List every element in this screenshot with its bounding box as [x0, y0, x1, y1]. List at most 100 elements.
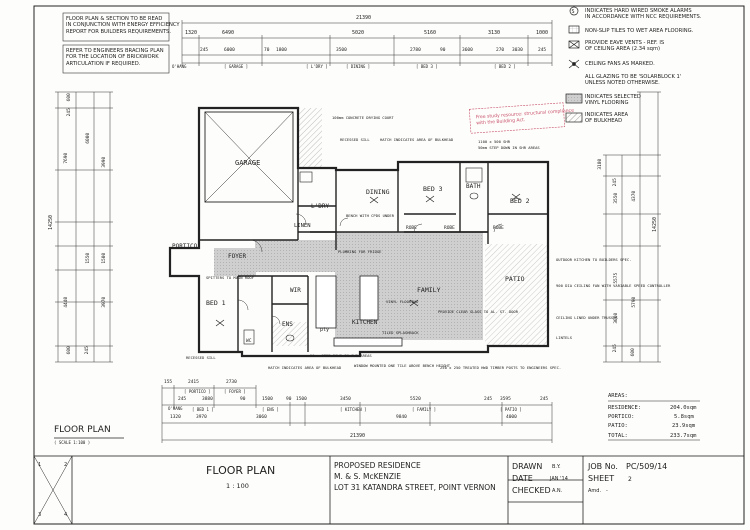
north-2: 2 — [64, 462, 68, 468]
eave-vent-icon — [568, 40, 580, 49]
patio-hatch — [485, 244, 547, 346]
dim-top-label-bed2: [ BED 2 ] — [494, 64, 516, 69]
annotation-vinyl: VINYL FLOORING — [386, 299, 419, 304]
dim-bot-r3-1: 3970 — [196, 415, 207, 420]
room-bath: BATH — [466, 183, 481, 190]
dim-left-3: 7690 — [64, 152, 70, 164]
tb-sheet-label: SHEET — [588, 474, 615, 483]
dim-bot-r3-3: 9840 — [396, 415, 407, 420]
bulkhead-hatch-ens — [272, 322, 308, 346]
areas-value-2: 23.9sqm — [672, 423, 696, 429]
dim-top-r1-1: 6490 — [222, 30, 235, 36]
dim-top-r2-4: 1800 — [276, 48, 287, 53]
dim-bot-label-kitchen: [ KITCHEN ] — [340, 407, 367, 412]
room-bed3: BED 3 — [423, 185, 443, 193]
dim-left-5: 1550 — [86, 252, 92, 264]
dim-left-7: 3970 — [102, 296, 108, 308]
tb-amd-value: - — [606, 488, 608, 494]
annotation-bulkhead-bottom: HATCH INDICATES AREA OF BULKHEAD — [268, 365, 342, 370]
annotation-clear-glass: PROVIDE CLEAR GLASS TO AL. ST. DOOR — [438, 309, 519, 314]
annotation-drying-court: 100mm CONCRETE DRYING COURT — [332, 115, 394, 120]
dim-top-r2-7: 90 — [440, 48, 446, 53]
legend-symbols: S — [565, 6, 583, 123]
plan-scale: ( SCALE 1:100 ) — [54, 440, 91, 445]
dim-left-1: 245 — [66, 108, 72, 117]
dim-right-4: 14250 — [652, 216, 659, 233]
dim-right-8: 245 — [612, 344, 618, 353]
annotation-posts-right: 250 x 250 TREATED HWD TIMBER POSTS TO EN… — [440, 365, 562, 370]
annotation-lintels: LINTELS — [556, 335, 573, 340]
dim-bot-r2-4: 1500 — [262, 397, 273, 402]
room-wc: WC — [246, 339, 252, 344]
tb-drawing-title: FLOOR PLAN — [206, 464, 276, 477]
room-family: FAMILY — [417, 286, 441, 294]
dim-top-r2-0: O'HANG — [172, 64, 187, 69]
dim-right-2: 3550 — [614, 192, 620, 204]
svg-text:S: S — [572, 9, 575, 15]
dim-right-6: 5790 — [632, 296, 638, 308]
annotation-bench: BENCH WITH CPDS UNDER — [346, 213, 395, 218]
dim-top-label-dining: [ DINING ] — [346, 64, 371, 69]
dim-bot-r2-10: 3595 — [500, 397, 511, 402]
fixtures — [243, 167, 483, 345]
dim-top-label-garage: [ GARAGE ] — [224, 64, 249, 69]
room-robe-c: ROBE — [493, 226, 504, 231]
pantry-bench — [315, 275, 337, 329]
north-4: 4 — [64, 512, 68, 518]
dim-top-r2-10: 3030 — [512, 48, 523, 53]
dim-left-10: 600 — [66, 346, 72, 355]
title-block-frame — [33, 455, 745, 525]
annotation-bulkhead-top: HATCH INDICATES AREA OF BULKHEAD — [380, 137, 454, 142]
legend-vinyl-text: INDICATES SELECTED VINYL FLOORING — [585, 94, 641, 107]
tb-project-3: LOT 31 KATANDRA STREET, POINT VERNON — [334, 483, 496, 492]
dim-top-r1-0: 1320 — [185, 30, 198, 36]
dim-left-4: 3990 — [102, 156, 108, 168]
nonslip-tile-icon — [568, 25, 580, 34]
dim-bot-r2-7: 3450 — [340, 397, 351, 402]
drying-court-hatch — [298, 108, 322, 168]
dim-right-3: 4370 — [632, 190, 638, 202]
annotation-window: WINDOW MOUNTED ONE TILE ABOVE BENCH HEIG… — [354, 363, 451, 368]
dim-bot-r3-4: 4000 — [506, 415, 517, 420]
room-robe-a: ROBE — [406, 226, 417, 231]
dim-bot-label-foyer: [ FOYER ] — [224, 389, 246, 394]
dim-bot-overall: 21390 — [350, 433, 366, 439]
areas-label-1: PORTICO: — [608, 414, 635, 420]
room-garage: GARAGE — [235, 159, 261, 167]
smoke-alarm-icon — [569, 6, 579, 16]
legend-fans-text: CEILING FANS AS MARKED. — [585, 61, 655, 67]
dim-bot-r3-0: 1320 — [170, 415, 181, 420]
dim-top-overall: 21390 — [356, 15, 372, 21]
dim-top-r1-5: 1000 — [536, 30, 549, 36]
dim-right-1: 245 — [612, 178, 618, 187]
dim-bot-r2-6: 1500 — [296, 397, 307, 402]
dim-bot-r2-5: 90 — [286, 397, 292, 402]
annotation-recessed-sill-bottom: RECESSED SILL — [186, 355, 216, 360]
north-1: 1 — [38, 462, 42, 468]
legend-smoke-text: INDICATES HARD WIRED SMOKE ALARMS IN ACC… — [585, 8, 702, 21]
stamp-box — [468, 102, 566, 134]
north-3: 3 — [38, 512, 42, 518]
bracing-note-box — [62, 44, 170, 74]
kitchen-bench — [333, 337, 403, 347]
dim-left-8: 4440 — [64, 296, 70, 308]
shower — [465, 167, 483, 183]
dim-top-label-bed3: [ BED 3 ] — [416, 64, 438, 69]
dim-top-r1-4: 3130 — [488, 30, 501, 36]
tb-amd-label: Amd. — [588, 488, 602, 494]
internal-walls — [199, 162, 548, 352]
annotation-shr: 1100 x 500 SHR — [478, 139, 511, 144]
ceiling-fans — [215, 193, 521, 327]
dim-top-r2-3: 70 — [264, 48, 270, 53]
ens-basin — [285, 334, 295, 342]
annotation-step-down-top: 50mm STEP DOWN IN SHR AREAS — [478, 145, 540, 150]
annotation-spitters: SPITTERS TO MAIN ROOF — [206, 275, 255, 280]
tb-project-1: PROPOSED RESIDENCE — [334, 461, 421, 470]
dim-top-label-ldry: [ L'DRY ] — [306, 64, 328, 69]
annotation-outdoor-kitchen: OUTDOOR KITCHEN TO BUILDERS SPEC. — [556, 257, 632, 262]
tb-checked-value: A.N. — [552, 488, 563, 494]
legend-nonslip-text: NON-SLIP TILES TO WET AREA FLOORING. — [585, 28, 694, 34]
tb-drawn-label: DRAWN — [512, 462, 543, 471]
tb-job-label: JOB No. — [588, 462, 618, 471]
